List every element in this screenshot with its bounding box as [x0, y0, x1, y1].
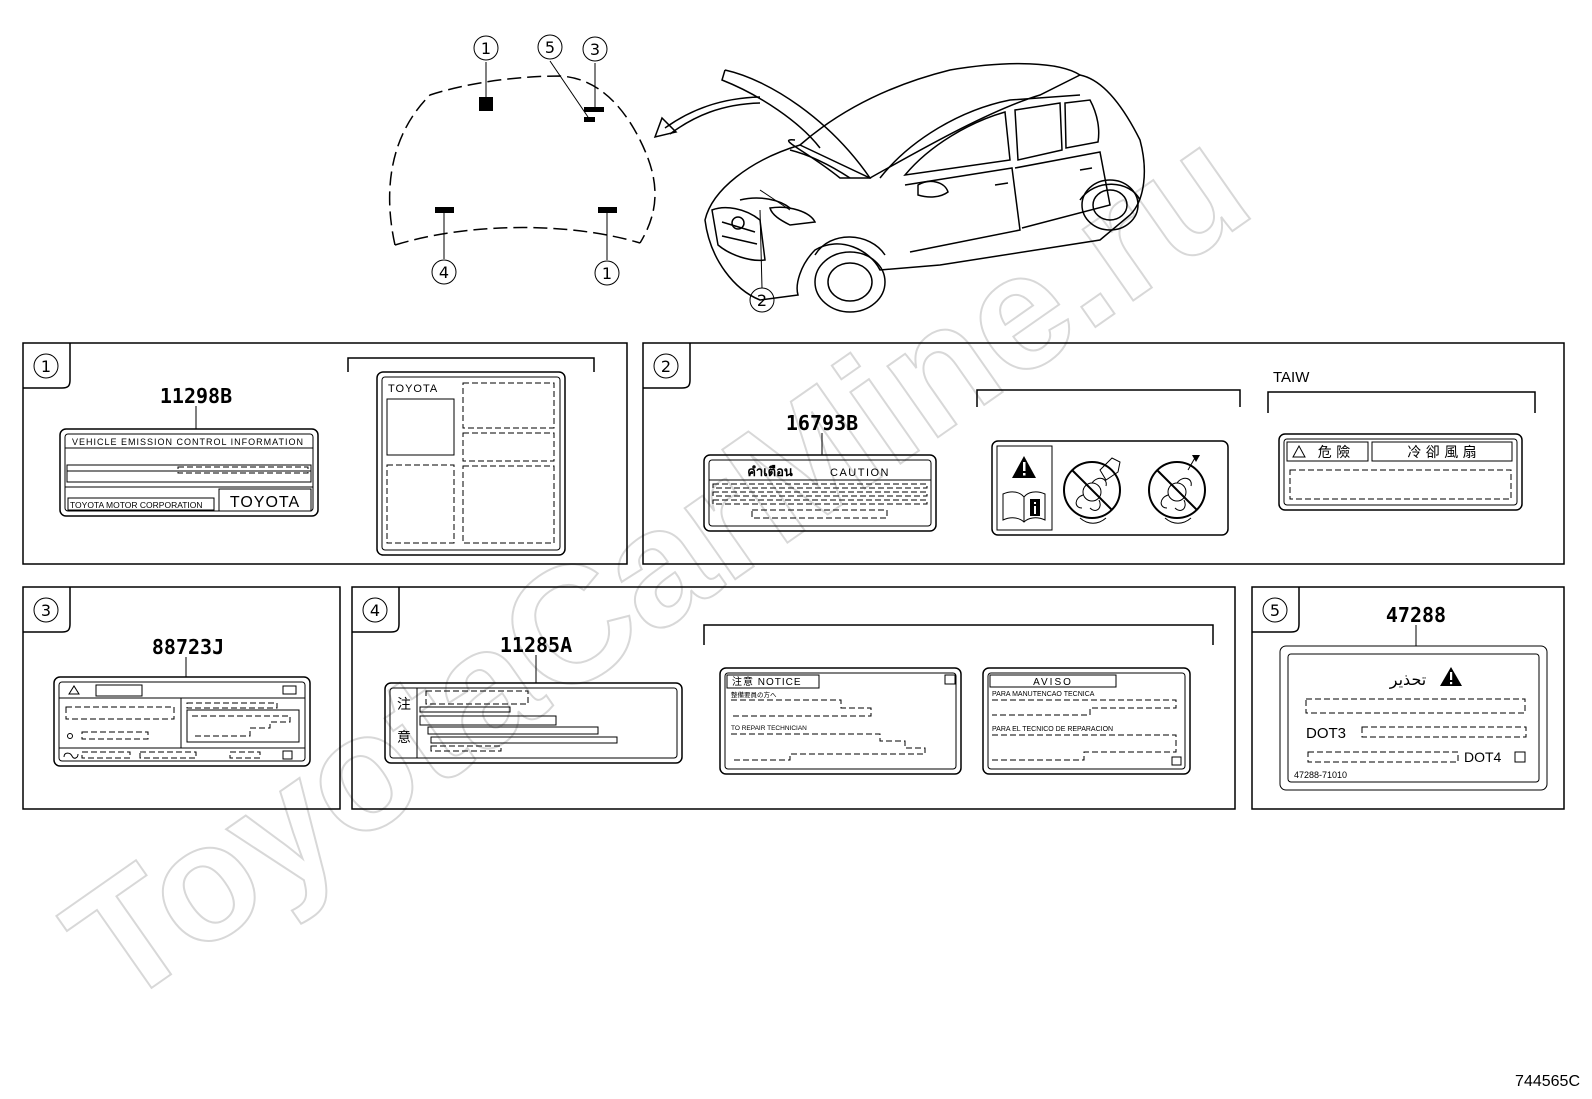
brake-fluid-label-code: 47288-71010 [1294, 770, 1347, 780]
jp-notice-char-2: 意 [397, 729, 411, 746]
thai-caution-text: คำเตือน [747, 464, 793, 480]
part-number-16793B: 16793B [786, 411, 858, 435]
alternate-label-brand: TOYOTA [388, 383, 438, 395]
no-hands-fan-icon [1063, 457, 1121, 524]
notice-header: 注意 NOTICE [732, 675, 802, 688]
caution-label: คำเตือน CAUTION [703, 454, 937, 532]
panel-3: 3 88723J [22, 586, 341, 810]
dot4-text: DOT4 [1464, 749, 1502, 765]
callout-5: 5 [545, 38, 555, 57]
alternate-emission-label: TOYOTA [376, 371, 566, 556]
emission-control-label: VEHICLE EMISSION CONTROL INFORMATION TOY… [59, 428, 319, 517]
label-marker-1-top [479, 97, 493, 111]
label-marker-1-bottom [598, 207, 617, 213]
panel-3-badge: 3 [41, 601, 51, 620]
panel-2-badge: 2 [661, 357, 671, 376]
label-marker-3 [584, 107, 604, 112]
emission-label-brand: TOYOTA [230, 494, 300, 511]
warning-triangle-icon [1012, 456, 1036, 478]
taiwan-danger-text: 危 險 [1318, 445, 1350, 461]
car-callout-2: 2 [749, 209, 775, 313]
notice-line-2: TO REPAIR TECHNICIAN [731, 725, 807, 732]
callout-4: 4 [439, 263, 449, 282]
manual-book-icon [1002, 491, 1046, 523]
aviso-line-2: PARA EL TECNICO DE REPARACION [992, 726, 1113, 733]
panel-4-badge: 4 [370, 601, 380, 620]
fan-warning-pictogram-label [991, 440, 1229, 536]
part-number-88723J: 88723J [152, 635, 224, 659]
aviso-label: AVISO PARA MANUTENCAO TECNICA PARA EL TE… [982, 667, 1191, 775]
car-illustration [704, 62, 1146, 313]
part-number-11298B: 11298B [160, 384, 232, 408]
panel-1-badge: 1 [41, 357, 51, 376]
warning-triangle-icon [1440, 667, 1462, 686]
brake-fluid-label: تحذير DOT3 DOT4 47288-71010 [1279, 645, 1548, 791]
air-conditioning-label [53, 676, 311, 767]
label-marker-4 [435, 207, 454, 213]
panel-5: 5 47288 تحذير DOT3 DOT4 47288-71010 [1251, 586, 1565, 810]
no-tools-fan-icon [1148, 455, 1206, 524]
jp-notice-char-1: 注 [397, 697, 411, 713]
diagram-code: 744565C [1515, 1073, 1580, 1090]
panel-1: 1 11298B VEHICLE EMISSION CONTROL INFORM… [22, 342, 628, 565]
notice-label: 注意 NOTICE 整備要員の方へ TO REPAIR TECHNICIAN [719, 667, 962, 775]
hood-callouts: 1 5 3 4 1 [431, 34, 620, 286]
taiwan-cooling-fan-text: 冷 卻 風 扇 [1407, 445, 1476, 461]
aviso-line-1: PARA MANUTENCAO TECNICA [992, 691, 1095, 698]
notice-line-1: 整備要員の方へ [731, 690, 777, 699]
region-code-taiw: TAIW [1273, 369, 1310, 386]
part-number-11285A: 11285A [500, 633, 572, 657]
dot3-text: DOT3 [1306, 725, 1346, 742]
jp-notice-label: 注 意 [384, 682, 683, 764]
caution-text: CAUTION [830, 467, 890, 479]
callout-2: 2 [757, 291, 767, 310]
arabic-warning-text: تحذير [1389, 670, 1426, 690]
part-number-47288: 47288 [1386, 603, 1446, 627]
emission-label-title: VEHICLE EMISSION CONTROL INFORMATION [72, 437, 304, 447]
arrow-icon [653, 96, 761, 139]
callout-1-top: 1 [481, 39, 491, 58]
taiwan-fan-warning-label: 危 險 冷 卻 風 扇 [1278, 433, 1523, 511]
callout-3: 3 [590, 40, 600, 59]
aviso-header: AVISO [1033, 677, 1073, 688]
callout-1-bottom: 1 [602, 264, 612, 283]
panel-4: 4 11285A 注 意 注意 NOTICE 整備要員の方へ TO R [351, 586, 1236, 810]
panel-2: 2 16793B คำเตือน CAUTION [642, 342, 1565, 565]
emission-label-footer: TOYOTA MOTOR CORPORATION [70, 500, 203, 510]
label-marker-5 [584, 117, 595, 122]
hood-diagram [388, 60, 656, 260]
panel-5-badge: 5 [1270, 601, 1280, 620]
